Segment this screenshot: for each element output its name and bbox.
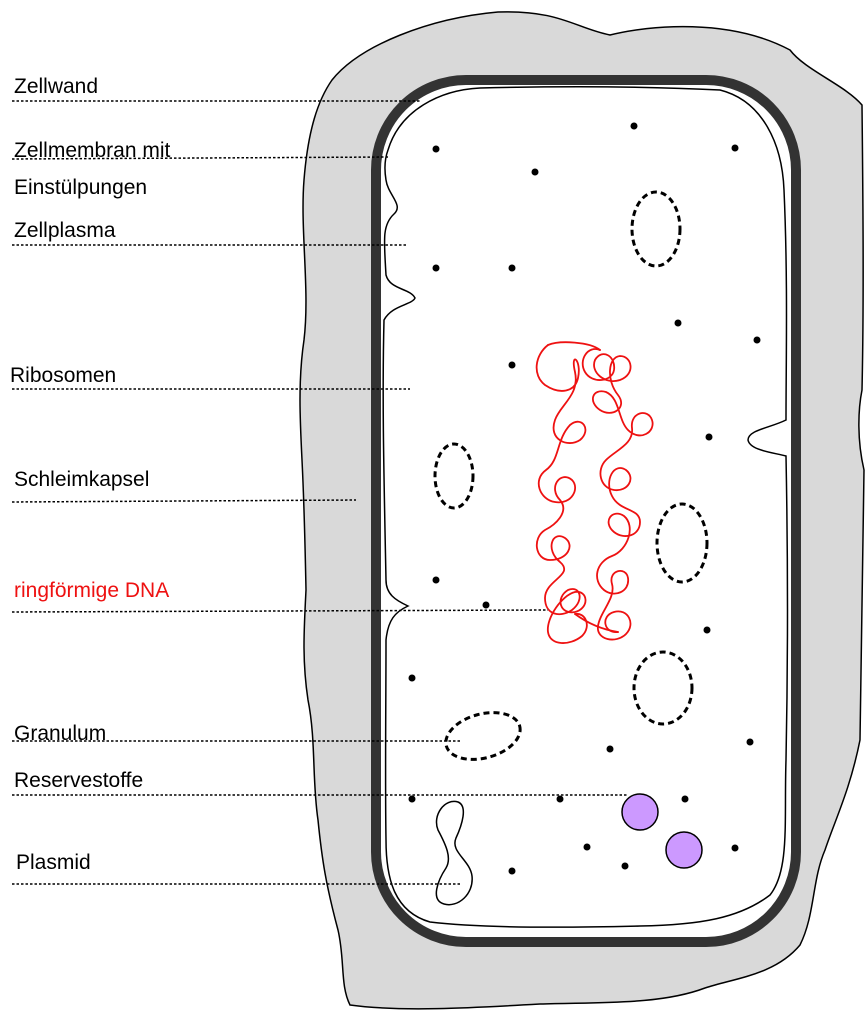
label-zellmembran-line2: Einstülpungen: [14, 176, 147, 200]
label-zellmembran-line1: Zellmembran mit: [14, 139, 170, 163]
label-zellwand: Zellwand: [14, 75, 98, 99]
label-reservestoffe: Reservestoffe: [14, 769, 143, 793]
label-granulum: Granulum: [14, 722, 106, 746]
label-ribosomen: Ribosomen: [10, 364, 116, 388]
label-schleimkapsel: Schleimkapsel: [14, 468, 149, 492]
label-zellplasma: Zellplasma: [14, 219, 116, 243]
label-plasmid: Plasmid: [16, 851, 91, 875]
label-ringfoermige-dna: ringförmige DNA: [14, 579, 169, 603]
